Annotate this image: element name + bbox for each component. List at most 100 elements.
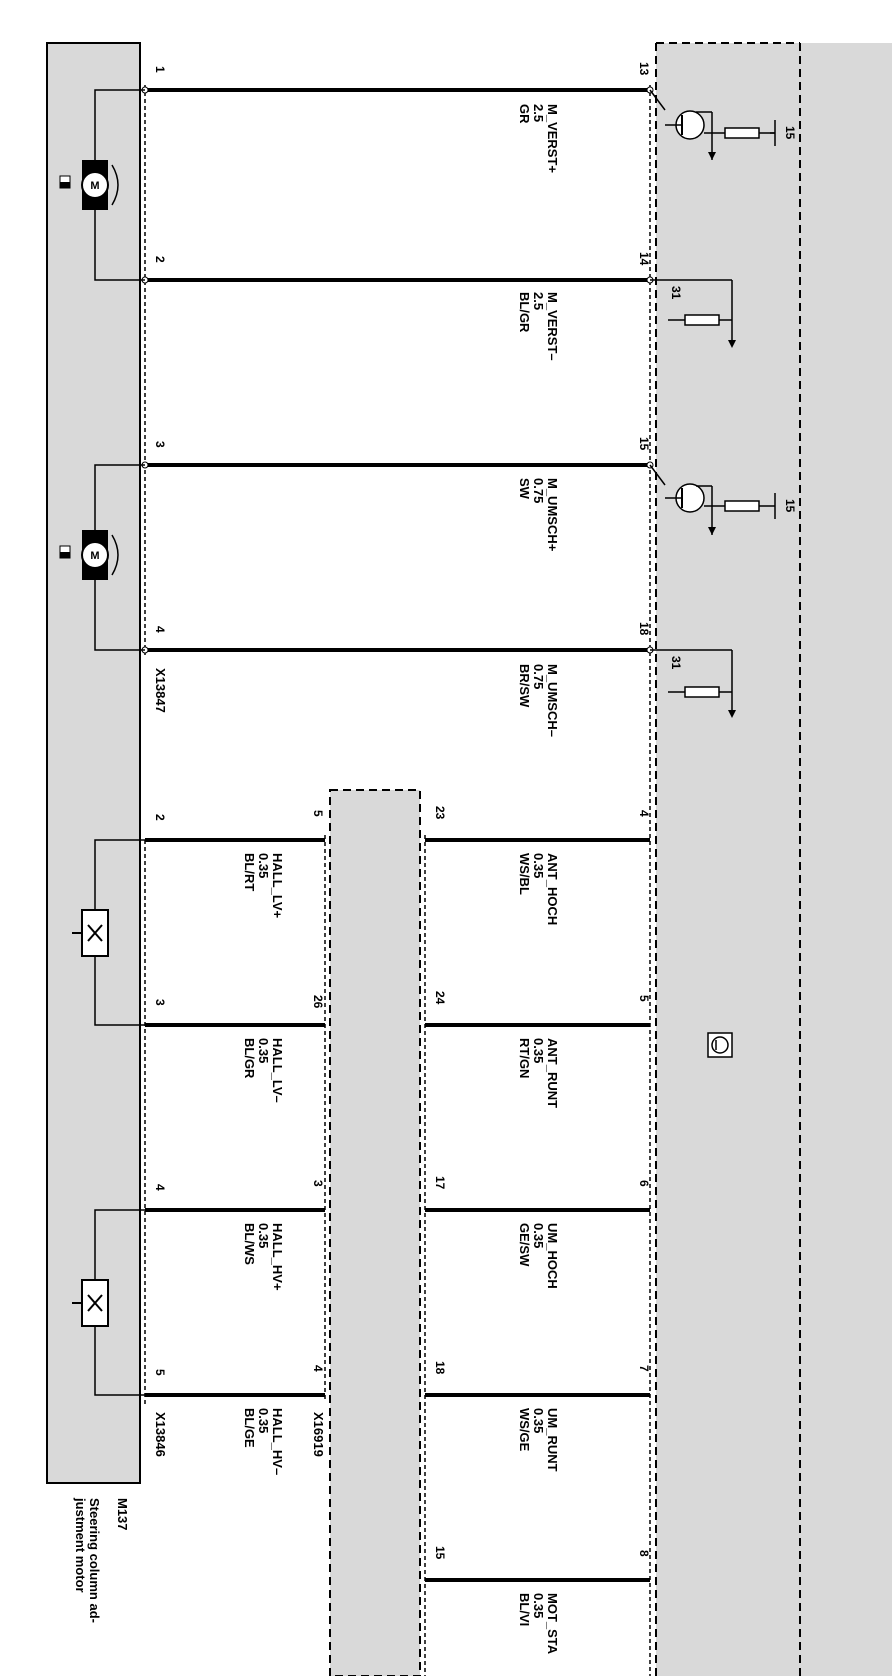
hall-2-color: BL/GR xyxy=(242,1038,257,1079)
pin-left-1: 1 xyxy=(153,66,167,73)
connector-x13846: X13846 xyxy=(153,1412,168,1457)
motor-symbol-1: M xyxy=(59,89,145,281)
mod-3-color: GE/SW xyxy=(517,1223,532,1267)
ground-31-b: 31 xyxy=(669,656,683,670)
wire-3-color: SW xyxy=(517,478,532,500)
motor-wire-4 xyxy=(141,646,654,654)
control-unit-box xyxy=(656,43,892,1676)
hall-1-size: 0.35 xyxy=(256,853,271,878)
middle-module xyxy=(329,789,421,1676)
hall-2-size: 0.35 xyxy=(256,1038,271,1063)
pin-mid-4: 4 xyxy=(311,1365,325,1372)
supply-15-b: 15 xyxy=(783,499,797,513)
pin-mod-17: 17 xyxy=(433,1176,447,1190)
wire-2-size: 2.5 xyxy=(531,292,546,310)
motor-wire-3 xyxy=(141,461,654,469)
wire-3-name: M_UMSCH+ xyxy=(545,478,560,552)
pin-right-8: 8 xyxy=(637,1550,651,1557)
hall-4-size: 0.35 xyxy=(256,1408,271,1433)
hall-wire-labels: HALL_LV+ 0.35 BL/RT HALL_LV– 0.35 BL/GR … xyxy=(242,853,285,1475)
hall-3-size: 0.35 xyxy=(256,1223,271,1248)
pin-right-7: 7 xyxy=(637,1365,651,1372)
motor-wire-2 xyxy=(141,276,654,284)
mod-2-name: ANT_RUNT xyxy=(545,1038,560,1108)
hall-1-color: BL/RT xyxy=(242,853,257,891)
mod-4-color: WS/GE xyxy=(517,1408,532,1452)
wire-1-size: 2.5 xyxy=(531,104,546,122)
pin-hall-left-2: 2 xyxy=(153,814,167,821)
pin-left-4: 4 xyxy=(153,626,167,633)
wire-1-color: GR xyxy=(517,104,532,124)
mod-5-color: BL/VI xyxy=(517,1593,532,1626)
mod-2-color: RT/GN xyxy=(517,1038,532,1078)
pin-right-4: 4 xyxy=(637,810,651,817)
wire-4-size: 0.75 xyxy=(531,664,546,689)
hall-sensor-1 xyxy=(72,839,145,1026)
hall-sensor-2 xyxy=(72,1209,145,1396)
hall-4-color: BL/GE xyxy=(242,1408,257,1448)
hall-2-name: HALL_LV– xyxy=(270,1038,285,1103)
ground-circuit-2 xyxy=(650,649,736,718)
pin-mod-23: 23 xyxy=(433,806,447,820)
pin-right-14: 14 xyxy=(637,252,651,266)
component-desc-2: justment motor xyxy=(73,1497,88,1593)
mod-3-size: 0.35 xyxy=(531,1223,546,1248)
pin-right-18: 18 xyxy=(637,622,651,636)
mod-3-name: UM_HOCH xyxy=(545,1223,560,1289)
svg-text:M: M xyxy=(90,550,99,562)
mod-1-name: ANT_HOCH xyxy=(545,853,560,925)
ground-31-a: 31 xyxy=(669,286,683,300)
wire-1-name: M_VERST+ xyxy=(545,104,560,173)
component-caption: M137 Steering column ad- justment motor xyxy=(73,1497,130,1623)
mod-4-size: 0.35 xyxy=(531,1408,546,1433)
ground-circuit-1 xyxy=(650,279,736,348)
mod-5-size: 0.35 xyxy=(531,1593,546,1618)
pin-left-3: 3 xyxy=(153,441,167,448)
pin-mid-5: 5 xyxy=(311,810,325,817)
wire-4-color: BR/SW xyxy=(517,664,532,708)
supply-15-a: 15 xyxy=(783,126,797,140)
connector-x13847: X13847 xyxy=(153,668,168,713)
mod-2-size: 0.35 xyxy=(531,1038,546,1063)
wire-4-name: M_UMSCH– xyxy=(545,664,560,737)
mod-5-name: MOT_STA xyxy=(545,1593,560,1655)
mod-1-color: WS/BL xyxy=(517,853,532,895)
transistor-circuit-1 xyxy=(649,89,776,160)
control-unit-icon xyxy=(707,1032,733,1058)
hall-1-name: HALL_LV+ xyxy=(270,853,285,919)
pin-right-13: 13 xyxy=(637,62,651,76)
connector-labels: X13847 X13846 X16919 xyxy=(153,668,326,1457)
motor-wire-1 xyxy=(141,86,654,94)
component-desc-1: Steering column ad- xyxy=(87,1498,102,1623)
transistor-circuit-2 xyxy=(649,464,776,535)
motor-symbol-2: M xyxy=(59,464,145,651)
component-box xyxy=(46,42,141,1484)
pin-mod-24: 24 xyxy=(433,991,447,1005)
module-wire-labels: ANT_HOCH 0.35 WS/BL ANT_RUNT 0.35 RT/GN … xyxy=(517,853,560,1655)
hall-3-color: BL/WS xyxy=(242,1223,257,1265)
pin-hall-left-3: 3 xyxy=(153,999,167,1006)
pin-mid-3: 3 xyxy=(311,1180,325,1187)
pin-mod-18: 18 xyxy=(433,1361,447,1375)
hall-3-name: HALL_HV+ xyxy=(270,1223,285,1291)
wire-3-size: 0.75 xyxy=(531,478,546,503)
hall-4-name: HALL_HV– xyxy=(270,1408,285,1475)
pin-hall-left-4: 4 xyxy=(153,1184,167,1191)
mod-1-size: 0.35 xyxy=(531,853,546,878)
pin-right-5: 5 xyxy=(637,995,651,1002)
component-id: M137 xyxy=(115,1498,130,1531)
pin-mid-26: 26 xyxy=(311,995,325,1009)
pin-left-2: 2 xyxy=(153,256,167,263)
pin-numbers: 1 2 3 4 13 14 15 18 2 3 4 5 5 26 3 4 23 … xyxy=(153,62,797,1560)
connector-x16919: X16919 xyxy=(311,1412,326,1457)
svg-text:M: M xyxy=(90,180,99,192)
pin-right-6: 6 xyxy=(637,1180,651,1187)
pin-hall-left-5: 5 xyxy=(153,1369,167,1376)
wire-2-color: BL/GR xyxy=(517,292,532,333)
pin-right-15: 15 xyxy=(637,437,651,451)
motor-wire-labels: M_VERST+ 2.5 GR M_VERST– 2.5 BL/GR M_UMS… xyxy=(517,104,560,737)
pin-mod-15: 15 xyxy=(433,1546,447,1560)
wire-2-name: M_VERST– xyxy=(545,292,560,361)
